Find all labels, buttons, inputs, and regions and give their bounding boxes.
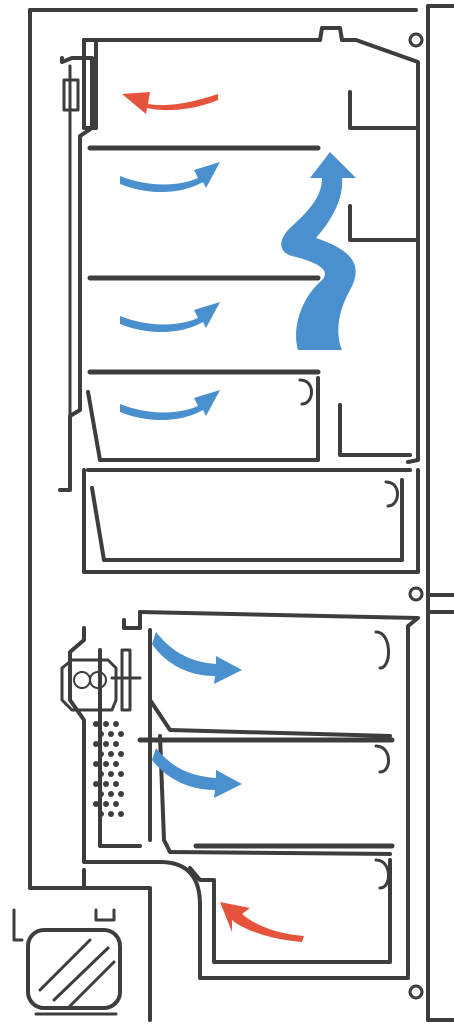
cold-arrow-shelf-2	[120, 302, 220, 332]
coil-dot	[93, 721, 99, 727]
cold-arrow-shelf-1	[120, 162, 220, 192]
coil-dot	[113, 761, 119, 767]
warm-arrow-fridge	[122, 92, 218, 114]
airflow-arrows	[120, 92, 356, 942]
coil-dot	[113, 741, 119, 747]
coil-dot	[98, 811, 104, 817]
coil-dot	[93, 741, 99, 747]
coil-dot	[103, 781, 109, 787]
coil-dot	[118, 811, 124, 817]
coil-dot	[118, 791, 124, 797]
coil-dot	[103, 801, 109, 807]
compressor-icon	[14, 910, 120, 1014]
coil-dot	[108, 771, 114, 777]
coil-dot	[108, 731, 114, 737]
coil-dot	[118, 731, 124, 737]
coil-dot	[93, 761, 99, 767]
cold-arrow-shelf-3	[120, 390, 220, 420]
coil-dot	[108, 811, 114, 817]
coil-dot	[108, 791, 114, 797]
coil-dot	[98, 751, 104, 757]
cold-arrow-freezer-2	[152, 748, 242, 798]
coil-dot	[113, 781, 119, 787]
coil-dot	[103, 721, 109, 727]
coil-dot	[113, 721, 119, 727]
coil-dot	[93, 801, 99, 807]
evaporator-coil	[93, 721, 124, 817]
coil-dot	[118, 771, 124, 777]
cold-arrow-freezer-1	[152, 632, 242, 684]
coil-dot	[118, 751, 124, 757]
cold-arrow-riser	[281, 152, 356, 350]
coil-dot	[108, 751, 114, 757]
coil-dot	[98, 771, 104, 777]
coil-dot	[103, 761, 109, 767]
coil-dot	[98, 731, 104, 737]
coil-dot	[98, 791, 104, 797]
fridge-compartment	[60, 28, 418, 572]
coil-dot	[113, 801, 119, 807]
coil-dot	[103, 741, 109, 747]
warm-arrow-freezer	[220, 902, 304, 942]
coil-dot	[93, 781, 99, 787]
